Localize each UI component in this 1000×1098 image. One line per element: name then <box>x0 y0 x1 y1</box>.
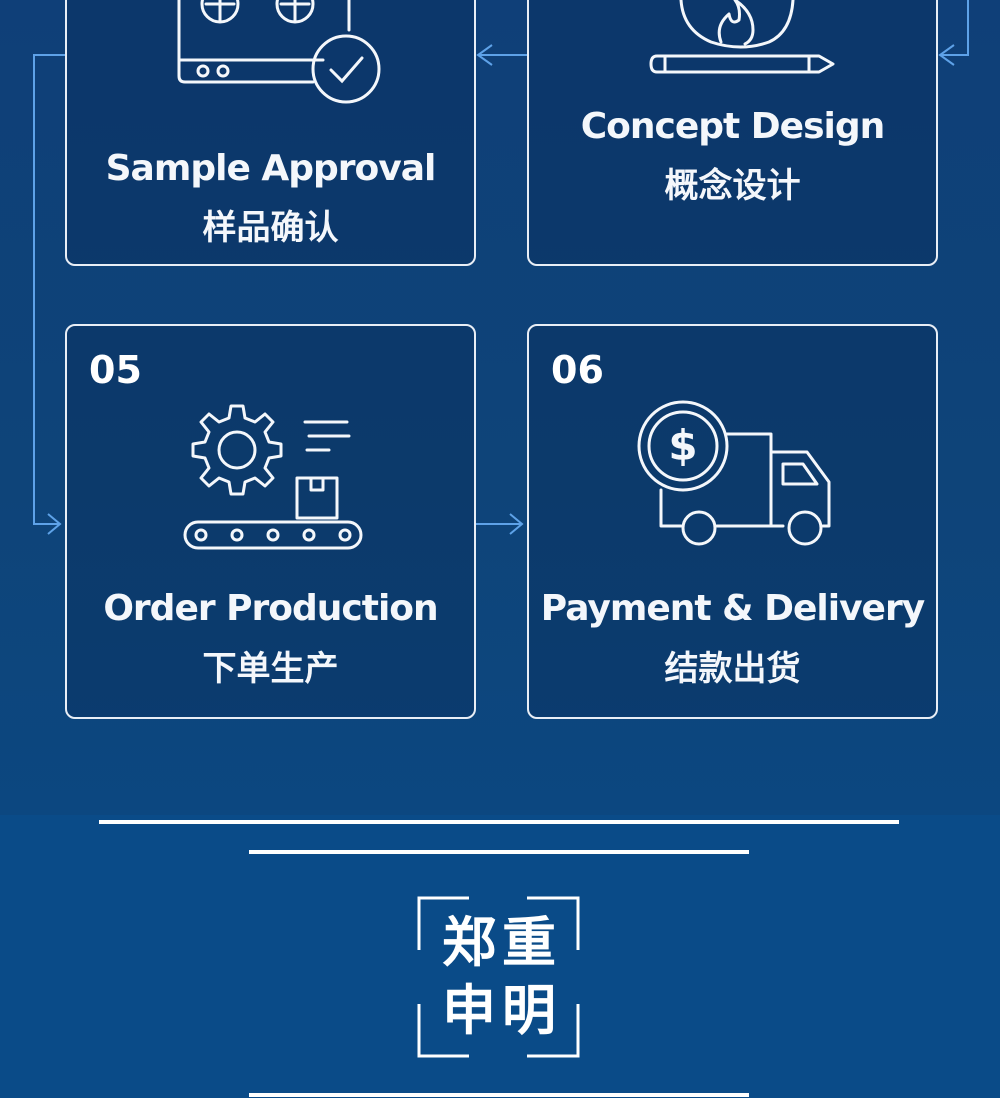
step-title-en: Payment & Delivery <box>540 588 925 629</box>
notice-char: 郑 <box>442 911 496 974</box>
step-title-en: Concept Design <box>580 106 886 147</box>
divider-rule-long <box>99 820 899 824</box>
flow-connectors <box>33 0 969 535</box>
payment-truck-icon: $ <box>637 400 831 546</box>
step-title-cn: 概念设计 <box>664 166 801 206</box>
notice-char: 重 <box>502 911 556 974</box>
notice-char: 申 <box>442 979 496 1042</box>
divider-rule-bottom <box>249 1093 749 1097</box>
step-title-cn: 结款出货 <box>664 649 801 689</box>
step-title-cn: 样品确认 <box>202 208 339 248</box>
process-panel <box>0 0 1000 815</box>
arrow-left-vertical <box>33 54 66 525</box>
svg-text:$: $ <box>668 421 697 470</box>
step-card-payment-delivery: 06 $ Payment & Delivery 结款出货 <box>527 324 938 719</box>
notice-char: 明 <box>502 979 556 1042</box>
step-card-order-production: 05 Order Production 下单生产 <box>65 324 476 719</box>
step-card-sample-approval: Sample Approval 样品确认 <box>65 0 476 266</box>
step-title-cn: 下单生产 <box>202 649 339 689</box>
step-number: 05 <box>89 348 142 392</box>
step-card-concept-design: Concept Design 概念设计 <box>527 0 938 266</box>
step-title-en: Order Production <box>103 588 438 629</box>
sample-approval-icon <box>177 0 381 104</box>
arrow-right-incoming <box>940 0 969 56</box>
step-number: 06 <box>551 348 604 392</box>
concept-design-icon <box>649 0 835 74</box>
notice-frame <box>417 896 580 1058</box>
production-gear-conveyor-icon <box>183 404 363 550</box>
step-title-en: Sample Approval <box>105 148 437 189</box>
divider-rule-short <box>249 850 749 854</box>
